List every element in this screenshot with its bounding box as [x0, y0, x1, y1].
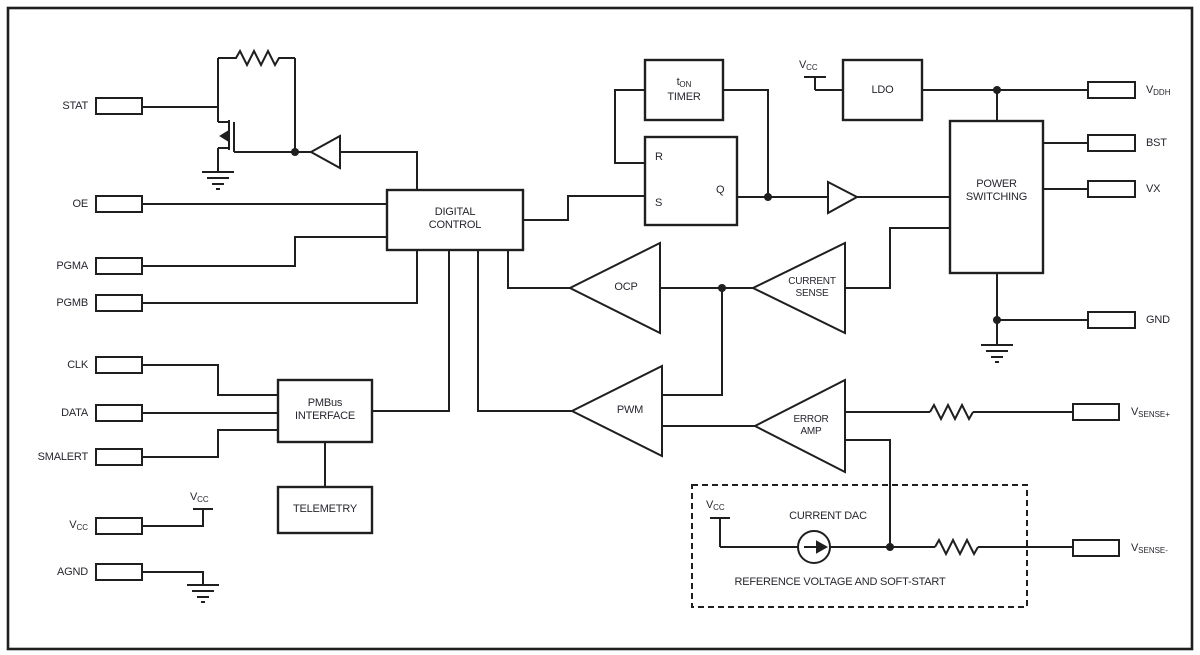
pin-label-smalert: SMALERT: [37, 451, 89, 463]
digital-control-box: [385, 188, 525, 252]
wire-smalert: [142, 429, 278, 458]
pin-label-vsense-plus: VSENSE+: [1131, 406, 1170, 419]
ocp-label: OCP: [614, 281, 638, 293]
junction-dot: [718, 284, 726, 292]
wire-erramp-to-ref: [845, 439, 891, 547]
latch-q-label: Q: [716, 184, 725, 196]
wire-pwm-to-dc: [477, 250, 572, 412]
pin-label-clk: CLK: [67, 359, 88, 371]
pin-box-gnd: [1087, 311, 1136, 329]
pin-box-bst: [1087, 134, 1136, 152]
current-source-arrowhead-icon: [816, 540, 829, 554]
pin-box-vsense-minus: [1072, 539, 1120, 557]
pin-box-stat: [95, 97, 143, 115]
pin-label-vsense-minus: VSENSE-: [1131, 542, 1168, 555]
ground-icon: [981, 344, 1013, 363]
wire-cs-to-pwm: [662, 288, 723, 396]
ground-icon: [187, 584, 219, 603]
pin-box-data: [95, 404, 143, 422]
wire-clk: [143, 364, 278, 396]
junction-dot: [886, 543, 894, 551]
wire-ldo-out: [922, 89, 1088, 121]
pmbus-interface-box: [276, 378, 374, 444]
wire-pmbus-to-dc: [372, 250, 450, 412]
telemetry-box: [276, 485, 374, 535]
figure-border: [6, 6, 1194, 651]
rs-latch-box: [643, 135, 739, 227]
pin-label-agnd: AGND: [57, 566, 88, 578]
ton-timer-label: tON TIMER: [667, 76, 701, 103]
resistor-feedback-icon: [218, 48, 295, 68]
junction-dot: [291, 148, 299, 156]
wire-ocp-to-dc: [507, 250, 570, 289]
resistor-vsense-plus-icon: [929, 402, 974, 422]
wire-q-out: [723, 89, 828, 198]
telemetry-label: TELEMETRY: [292, 503, 357, 515]
wire-gnd: [996, 273, 1088, 345]
error-amp-label: ERROR AMP: [793, 414, 829, 437]
ground-icon: [202, 171, 234, 190]
vcc-rail-icon: [710, 517, 730, 547]
pin-box-vddh: [1087, 81, 1136, 99]
ton-timer-box: [643, 58, 725, 122]
mosfet-arrow-icon: [219, 129, 230, 143]
pin-box-vx: [1087, 180, 1136, 198]
pin-box-oe: [95, 195, 143, 213]
pmbus-interface-label: PMBus INTERFACE: [295, 397, 355, 422]
power-switching-box: [948, 119, 1045, 275]
buffer-gate-driver: [308, 134, 341, 170]
pin-box-vsense-plus: [1072, 403, 1120, 421]
pin-box-agnd: [95, 563, 143, 581]
vcc-rail-icon: [804, 76, 826, 90]
vcc-rail-label-pin: VCC: [190, 491, 209, 504]
pin-box-pgma: [95, 257, 143, 275]
wire-timer-to-r: [614, 89, 645, 164]
wire-ps-to-cs: [845, 227, 950, 289]
power-switching-label: POWER SWITCHING: [965, 178, 1028, 203]
vcc-rail-label-dac: VCC: [706, 499, 725, 512]
pin-box-vcc: [95, 517, 143, 535]
vcc-rail-label-ldo: VCC: [799, 59, 818, 72]
wire-stat: [143, 58, 229, 172]
pin-label-stat: STAT: [62, 100, 88, 112]
buffer-driver: [827, 180, 860, 215]
pin-label-oe: OE: [72, 198, 89, 210]
pwm-label: PWM: [616, 404, 644, 416]
pin-box-pgmb: [95, 294, 143, 312]
pin-label-pgma: PGMA: [56, 260, 88, 272]
pin-label-vddh: VDDH: [1146, 84, 1171, 97]
junction-dot: [764, 193, 772, 201]
pin-label-vx: VX: [1146, 183, 1161, 195]
ocp-amp-triangle: [567, 241, 661, 335]
resistor-vsense-minus-icon: [934, 537, 979, 557]
wire-pgma: [142, 236, 387, 267]
current-dac-label: CURRENT DAC: [789, 510, 867, 522]
latch-s-label: S: [655, 197, 663, 209]
pin-label-vcc: VCC: [69, 519, 88, 532]
pin-label-data: DATA: [61, 407, 88, 419]
pin-box-smalert: [95, 448, 143, 466]
wire-vcc-pin: [142, 508, 213, 527]
current-sense-amp-triangle: [750, 241, 846, 335]
digital-control-label: DIGITAL CONTROL: [428, 206, 482, 231]
wire-buffer-input: [340, 151, 418, 190]
reference-box-title: REFERENCE VOLTAGE AND SOFT-START: [734, 576, 946, 588]
junction-dot: [993, 86, 1001, 94]
junction-dot: [993, 316, 1001, 324]
wire-dc-to-s: [523, 195, 645, 221]
wire-agnd: [142, 571, 204, 585]
pin-label-pgmb: PGMB: [56, 297, 88, 309]
pwm-amp-triangle: [569, 364, 663, 458]
ldo-box: [841, 58, 924, 122]
wire-pgmb: [142, 250, 418, 304]
pin-label-gnd: GND: [1146, 314, 1170, 326]
latch-r-label: R: [655, 151, 663, 163]
ldo-label: LDO: [871, 84, 894, 96]
pin-box-clk: [95, 356, 143, 374]
pin-label-bst: BST: [1146, 137, 1167, 149]
current-sense-label: CURRENT SENSE: [788, 276, 836, 299]
error-amp-triangle: [752, 378, 846, 474]
